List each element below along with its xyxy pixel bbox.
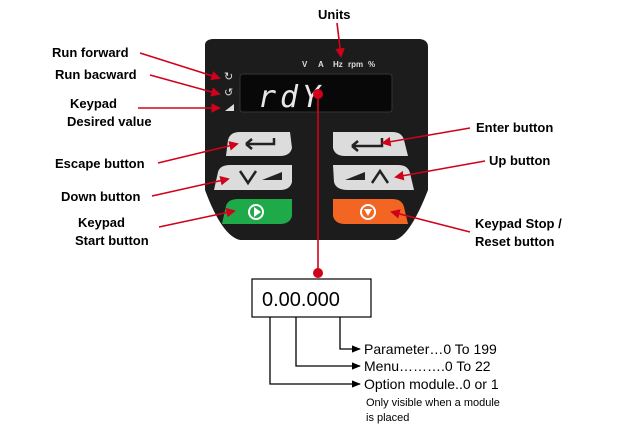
unit-a: A bbox=[318, 60, 324, 69]
stop-button[interactable] bbox=[333, 199, 408, 224]
option-module-desc: Option module..0 or 1 bbox=[364, 376, 499, 392]
parameter-desc: Parameter…0 To 199 bbox=[364, 341, 497, 357]
up-arrow-icon bbox=[370, 168, 390, 184]
box-marker-dot bbox=[313, 268, 323, 278]
unit-rpm: rpm bbox=[348, 60, 363, 69]
desired-value-label: Desired value bbox=[67, 114, 152, 129]
down-label: Down button bbox=[61, 189, 140, 204]
parameter-bracket-arrows bbox=[269, 317, 361, 388]
lcd-text: rdY bbox=[258, 80, 324, 115]
run-backward-label: Run bacward bbox=[55, 67, 137, 82]
enter-button[interactable] bbox=[333, 132, 408, 156]
escape-label: Escape button bbox=[55, 156, 145, 171]
run-backward-icon: ↺ bbox=[224, 86, 233, 99]
down-arrow-icon bbox=[238, 170, 258, 186]
start-button[interactable] bbox=[222, 199, 292, 224]
run-forward-icon: ↻ bbox=[224, 70, 233, 83]
display-marker-dot bbox=[313, 89, 323, 99]
enter-label: Enter button bbox=[476, 120, 553, 135]
note-line-2: is placed bbox=[366, 412, 409, 424]
escape-button[interactable] bbox=[226, 132, 292, 156]
unit-percent: % bbox=[368, 60, 375, 69]
unit-hz: Hz bbox=[333, 60, 343, 69]
stop-icon bbox=[360, 204, 376, 220]
start-button-label: Start button bbox=[75, 233, 149, 248]
up-button[interactable] bbox=[333, 165, 414, 190]
desired-value-icon bbox=[225, 104, 234, 111]
unit-v: V bbox=[302, 60, 308, 69]
reset-label: Reset button bbox=[475, 234, 555, 249]
run-forward-label: Run forward bbox=[52, 45, 129, 60]
ramp-up-icon bbox=[345, 172, 365, 180]
up-label: Up button bbox=[489, 153, 550, 168]
stop-label: Keypad Stop / bbox=[475, 216, 562, 231]
parameter-box-text: 0.00.000 bbox=[262, 289, 340, 311]
keypad-label: Keypad bbox=[70, 96, 117, 111]
start-icon bbox=[248, 204, 264, 220]
parameter-box bbox=[251, 278, 372, 318]
units-row: V A Hz rpm % bbox=[302, 60, 375, 69]
note-line-1: Only visible when a module bbox=[366, 397, 500, 409]
escape-icon bbox=[245, 138, 276, 150]
ramp-down-icon bbox=[262, 172, 282, 180]
units-label: Units bbox=[318, 7, 351, 22]
callout-arrows bbox=[138, 22, 486, 273]
start-keypad-label: Keypad bbox=[78, 215, 125, 230]
down-button[interactable] bbox=[214, 165, 292, 190]
menu-desc: Menu……….0 To 22 bbox=[364, 358, 491, 374]
